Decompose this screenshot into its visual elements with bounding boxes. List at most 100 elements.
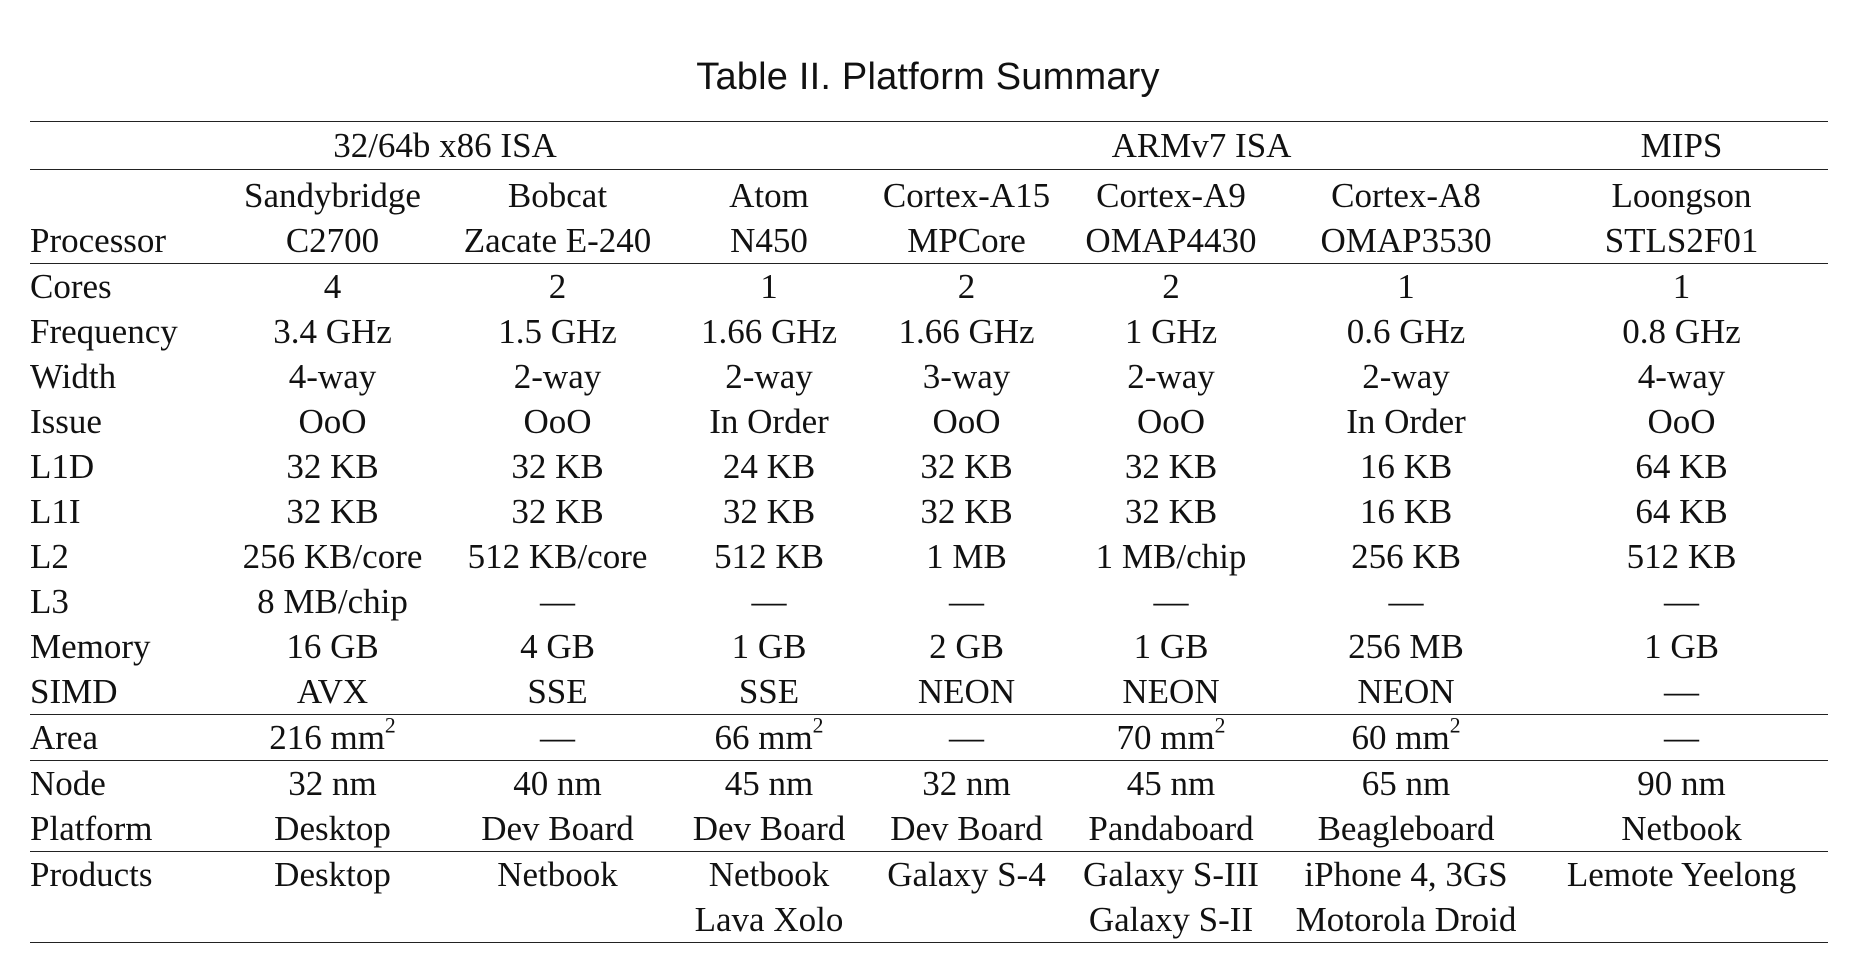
spec-value: 216 mm2 (220, 713, 445, 761)
spec-value: OoO (1136, 402, 1206, 441)
spec-value: — (1535, 714, 1829, 761)
spec-value: OoO (1647, 402, 1716, 441)
processor-family: Bobcat (507, 176, 608, 215)
spec-value: — (1388, 582, 1424, 621)
spec-value: 4 GB (520, 627, 595, 666)
row-label: L3 (30, 582, 69, 621)
product-value (220, 897, 445, 943)
spec-value: 3.4 GHz (273, 312, 392, 351)
spec-value: OoO (932, 402, 1001, 441)
isa-header-x86: 32/64b x86 ISA (220, 121, 670, 170)
product-value: Lava Xolo (670, 897, 868, 943)
product-value: Motorola Droid (1277, 897, 1536, 943)
spec-value: 32 KB (511, 447, 604, 486)
spec-value: OoO (298, 402, 367, 441)
isa-header-mips: MIPS (1535, 121, 1829, 170)
spec-value: — (445, 714, 670, 761)
row-label: Cores (30, 267, 112, 306)
area-exponent: 2 (384, 713, 396, 738)
row-label: Products (30, 855, 153, 894)
product-value (868, 897, 1065, 943)
spec-value: 8 MB/chip (257, 582, 408, 621)
spec-value: 32 KB (1124, 447, 1218, 486)
spec-value: 1 GB (731, 627, 807, 666)
spec-value: 2 (548, 267, 567, 306)
spec-value: Pandaboard (1065, 806, 1277, 852)
spec-value: 0.6 GHz (1346, 312, 1466, 351)
spec-value: 0.8 GHz (1622, 312, 1741, 351)
product-value (1535, 897, 1829, 943)
isa-header-x86-atom-spacer (670, 121, 868, 170)
area-value: 70 mm (1116, 718, 1215, 757)
spec-value: 32 KB (286, 447, 379, 486)
processor-model: OMAP4430 (1065, 218, 1277, 264)
spec-value: 16 KB (1359, 447, 1453, 486)
row-label: SIMD (30, 669, 220, 715)
processor-model: STLS2F01 (1535, 218, 1829, 264)
spec-value: 32 KB (1124, 492, 1218, 531)
product-value: Netbook (497, 855, 618, 894)
row-label: Node (30, 764, 106, 803)
product-value: iPhone 4, 3GS (1304, 855, 1508, 894)
processor-family: Atom (729, 176, 809, 215)
spec-value: 2-way (1127, 357, 1215, 396)
spec-value: 1 GB (1644, 627, 1719, 666)
isa-header-row: 32/64b x86 ISA ARMv7 ISA MIPS (30, 121, 1829, 170)
spec-value: — (540, 582, 575, 621)
processor-model: C2700 (220, 218, 445, 264)
product-value: Galaxy S-II (1065, 897, 1277, 943)
spec-value: 512 KB (714, 537, 824, 576)
area-exponent: 2 (812, 713, 824, 738)
spec-value: — (949, 582, 984, 621)
spec-value: 32 KB (286, 492, 379, 531)
row-label: L1I (30, 492, 81, 531)
spec-value: 1 (1397, 267, 1415, 306)
spec-value: SSE (445, 669, 670, 715)
row-label: Processor (30, 218, 220, 264)
row-label: Memory (30, 627, 151, 666)
processor-model: MPCore (868, 218, 1065, 264)
spec-value: 32 nm (288, 764, 377, 803)
spec-value: — (1153, 582, 1189, 621)
spec-value: 1.66 GHz (700, 312, 838, 351)
spec-value: 2 (1162, 267, 1180, 306)
spec-value: NEON (1065, 669, 1277, 715)
row-label: L2 (30, 537, 69, 576)
row-label: Issue (30, 402, 102, 441)
spec-value: 256 KB/core (242, 537, 423, 576)
spec-value: 1 (1672, 267, 1691, 306)
spec-value: 1.66 GHz (898, 312, 1035, 351)
spec-value: 45 nm (724, 764, 814, 803)
spec-value: 32 KB (511, 492, 604, 531)
row-label: Width (30, 357, 117, 396)
processor-family: Cortex-A9 (1096, 176, 1246, 215)
processor-model-row: Processor C2700 Zacate E-240 N450 MPCore… (30, 218, 1829, 264)
processor-model: OMAP3530 (1277, 218, 1536, 264)
product-value (445, 897, 670, 943)
spec-value: 256 KB (1351, 537, 1461, 576)
spec-value: 1 GHz (1124, 312, 1218, 351)
spec-value: 24 KB (722, 447, 816, 486)
product-value: Lemote Yeelong (1566, 855, 1797, 894)
spec-value: 66 mm2 (670, 713, 868, 761)
spec-value: 40 nm (513, 764, 602, 803)
area-exponent: 2 (1449, 713, 1461, 738)
spec-value: AVX (220, 669, 445, 715)
product-value: Netbook (708, 855, 830, 894)
processor-family: Loongson (1611, 176, 1752, 215)
spec-value: Desktop (220, 806, 445, 852)
processor-family: Cortex-A8 (1331, 176, 1481, 215)
processor-family-row: Sandybridge Bobcat Atom Cortex-A15 Corte… (30, 170, 1828, 219)
row-label: L1D (30, 447, 95, 486)
area-value: — (540, 718, 575, 757)
